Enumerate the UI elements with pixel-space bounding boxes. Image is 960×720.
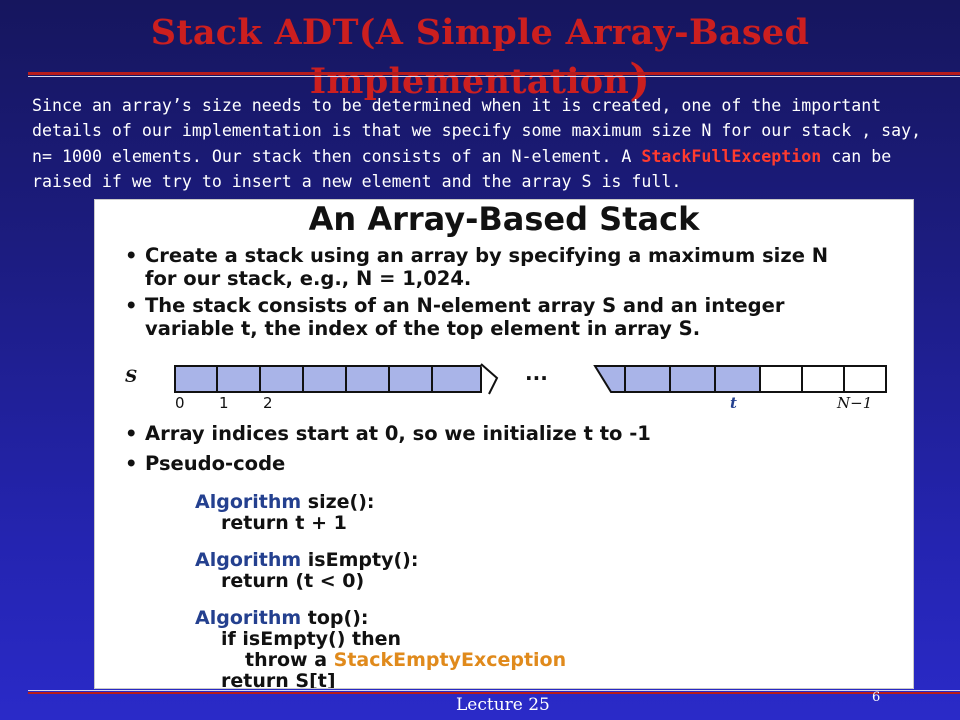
algorithm-top: Algorithm top(): if isEmpty() then throw…: [195, 608, 566, 689]
bullet-dot-icon: •: [125, 422, 138, 445]
bullet-text: Create a stack using an array by specify…: [145, 244, 829, 290]
algorithm-isempty: Algorithm isEmpty(): return (t < 0): [195, 550, 418, 592]
footer-rule-thin: [28, 690, 960, 691]
bullet-array-indices: • Array indices start at 0, so we initia…: [125, 422, 865, 445]
bullet-text: Pseudo-code: [145, 452, 286, 475]
title-underline-thin: [28, 76, 960, 77]
bullet-stack-consists: • The stack consists of an N-element arr…: [125, 294, 865, 340]
array-label: S: [125, 367, 137, 387]
algorithm-keyword: Algorithm: [195, 491, 302, 513]
slide-title: Stack ADT(A Simple Array-Based Implement…: [0, 12, 960, 106]
intro-text-1: Since an array’s size needs to be determ…: [32, 96, 922, 166]
array-diagram: S ... 0 1 2 t N−1: [125, 361, 887, 410]
bullet-dot-icon: •: [125, 452, 138, 475]
top-exception-name: StackEmptyException: [333, 649, 567, 671]
array-right-fill: [593, 365, 761, 393]
return-keyword: return: [221, 670, 289, 689]
array-left-segment: [174, 363, 499, 395]
size-signature: size():: [301, 491, 375, 513]
array-index-2: 2: [263, 394, 273, 410]
array-ellipsis: ...: [525, 361, 548, 385]
array-empty-cells: [759, 365, 887, 393]
intro-paragraph: Since an array’s size needs to be determ…: [32, 93, 922, 195]
bullet-dot-icon: •: [125, 294, 138, 317]
algorithm-size: Algorithm size(): return t + 1: [195, 492, 375, 534]
slide-title-paren: ): [629, 55, 651, 106]
array-index-1: 1: [219, 394, 229, 410]
bullet-dot-icon: •: [125, 244, 138, 267]
algorithm-keyword: Algorithm: [195, 549, 302, 571]
bullet-pseudo-code: • Pseudo-code: [125, 452, 865, 475]
slide-title-text: Stack ADT(A Simple Array-Based Implement…: [150, 12, 810, 102]
array-index-0: 0: [175, 394, 185, 410]
footer-lecture: Lecture 25: [456, 695, 550, 715]
algorithm-keyword: Algorithm: [195, 607, 302, 629]
panel-title: An Array-Based Stack: [308, 200, 700, 238]
array-right-segment: [593, 365, 887, 393]
array-left-fill: [174, 365, 482, 393]
embedded-slide-image: An Array-Based Stack • Create a stack us…: [94, 199, 914, 689]
intro-text-2: can be raised if we try to insert a new …: [32, 146, 892, 192]
isempty-return-expr: (t < 0): [288, 570, 365, 592]
top-return-expr: S[t]: [288, 670, 336, 689]
intro-exception-name: StackFullException: [641, 146, 822, 166]
return-keyword: return: [221, 570, 289, 592]
array-index-last: N−1: [836, 394, 872, 410]
top-signature: top():: [301, 607, 369, 629]
footer-rule: [28, 692, 960, 694]
title-underline: [28, 72, 960, 75]
bullet-create-stack: • Create a stack using an array by speci…: [125, 244, 865, 290]
array-break-right-edge: [480, 363, 499, 395]
top-if-line: if isEmpty() then: [221, 628, 402, 650]
bullet-text: The stack consists of an N-element array…: [145, 294, 785, 340]
top-throw-text: throw a: [245, 649, 334, 671]
isempty-signature: isEmpty():: [301, 549, 419, 571]
page-number: 6: [872, 690, 881, 705]
size-return-expr: t + 1: [288, 512, 347, 534]
array-index-t: t: [730, 394, 737, 410]
bullet-text: Array indices start at 0, so we initiali…: [145, 422, 651, 445]
return-keyword: return: [221, 512, 289, 534]
